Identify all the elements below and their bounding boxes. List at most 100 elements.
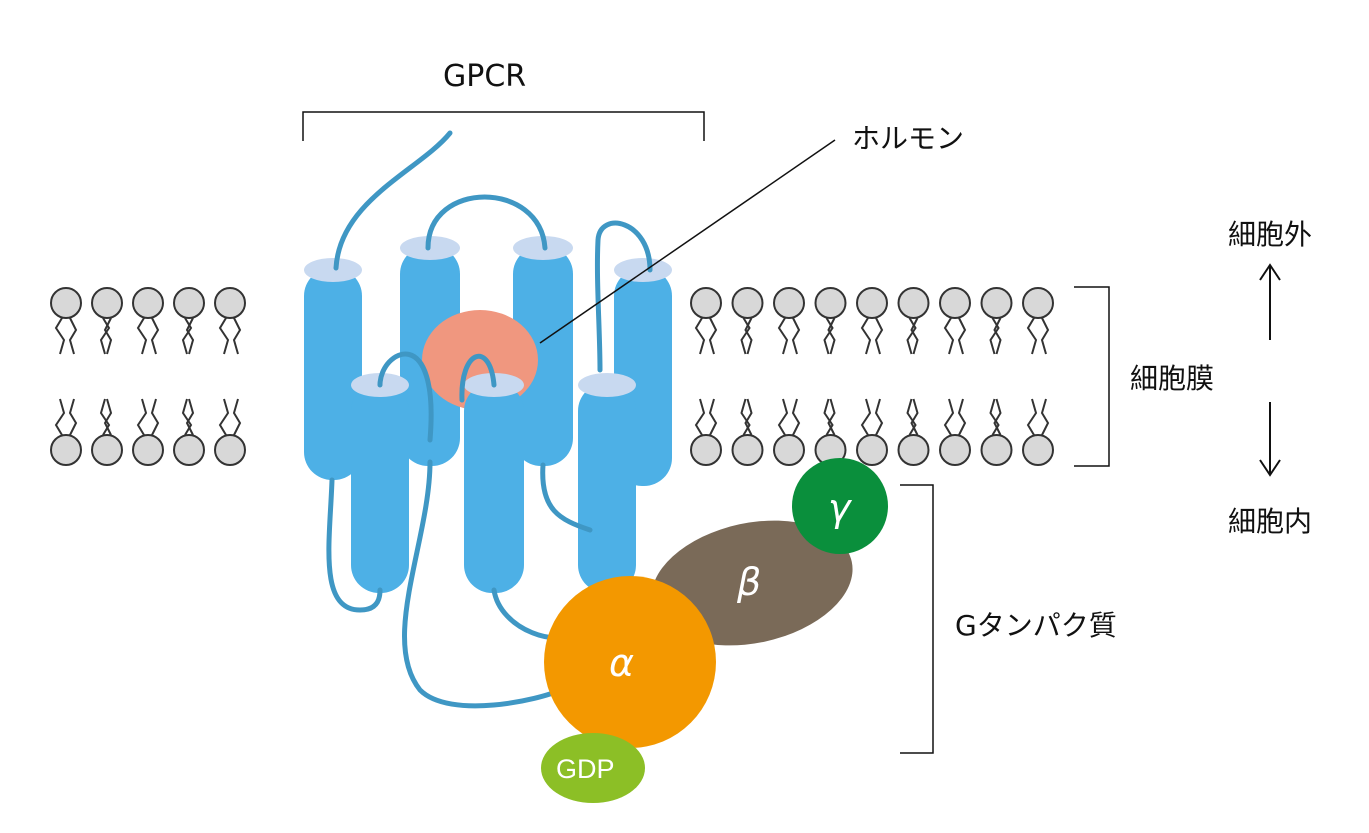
lipid-tail: [218, 317, 230, 355]
lipid-tail: [957, 317, 967, 355]
lipid-tail: [823, 398, 834, 436]
helix-front-1: [351, 373, 409, 593]
lipid-tail: [993, 398, 1002, 436]
alpha-subunit: [544, 576, 716, 748]
alpha-label: α: [609, 641, 634, 685]
gamma-subunit: [792, 458, 888, 554]
helix-front-2: [464, 373, 524, 593]
lipid-tail: [185, 398, 195, 436]
lipid-tail: [989, 317, 1000, 355]
lipid-tail: [103, 398, 113, 436]
g-protein-label: Gタンパク質: [955, 609, 1117, 642]
lipid-head: [773, 434, 805, 466]
lipid-tail: [777, 317, 789, 355]
lipid-head: [897, 434, 930, 466]
lipid-head: [91, 434, 123, 466]
lipid-tail: [1040, 317, 1050, 355]
lipid-head: [731, 287, 764, 319]
lipid-tail: [906, 317, 917, 355]
lipid-tail: [99, 398, 111, 436]
lipid-tail: [791, 398, 801, 436]
extracellular-label: 細胞外: [1228, 218, 1312, 251]
up-arrow-icon: [1259, 263, 1281, 340]
lipid-tail: [910, 317, 919, 355]
lipid-tail: [54, 398, 66, 436]
lipid-tail: [694, 398, 706, 436]
lipid-head: [939, 434, 971, 466]
lipid-tail: [68, 398, 78, 436]
down-arrow-icon: [1259, 402, 1281, 477]
lipid-head: [1022, 434, 1054, 466]
lipid-bilayer-left: [50, 287, 246, 466]
lipid-tail: [740, 398, 751, 436]
lipid-tail: [232, 398, 242, 436]
gpcr-label: GPCR: [443, 59, 526, 94]
lipid-tail: [823, 317, 834, 355]
hormone-pointer-line: [539, 139, 836, 344]
lipid-tail: [943, 317, 955, 355]
lipid-head: [132, 434, 164, 466]
lipid-head: [690, 434, 722, 466]
gpcr-bracket: [302, 111, 705, 141]
lipid-tail: [181, 317, 193, 355]
lipid-head: [897, 287, 930, 319]
top-loops-front: [377, 351, 497, 443]
lipid-head: [50, 434, 82, 466]
membrane-bracket: [1074, 286, 1110, 467]
lipid-tail: [218, 398, 230, 436]
lipid-tail: [989, 398, 1000, 436]
lipid-head: [173, 434, 205, 466]
lipid-tail: [777, 398, 789, 436]
lipid-tail: [910, 398, 919, 436]
lipid-tail: [993, 317, 1002, 355]
lipid-head: [939, 287, 971, 319]
lipid-head: [856, 287, 888, 319]
intracellular-loops: [326, 459, 610, 709]
lipid-tail: [708, 317, 718, 355]
membrane-label: 細胞膜: [1130, 362, 1214, 395]
beta-label: β: [736, 560, 761, 604]
lipid-head: [214, 434, 246, 466]
lipid-tail: [99, 317, 111, 355]
lipid-tail: [1026, 398, 1038, 436]
lipid-tail: [827, 317, 836, 355]
extracellular-loops: [333, 130, 653, 373]
intracellular-label: 細胞内: [1228, 505, 1312, 538]
lipid-tail: [874, 398, 884, 436]
lipid-head: [132, 287, 164, 319]
lipid-head: [980, 434, 1013, 466]
lipid-tail: [943, 398, 955, 436]
hormone-label: ホルモン: [852, 122, 964, 155]
lipid-tail: [68, 317, 78, 355]
lipid-tail: [181, 398, 193, 436]
lipid-tail: [860, 317, 872, 355]
lipid-head: [214, 287, 246, 319]
gamma-label: γ: [828, 486, 853, 530]
lipid-tail: [957, 398, 967, 436]
beta-subunit: [651, 520, 853, 646]
lipid-tail: [708, 398, 718, 436]
g-protein-bracket: [900, 484, 934, 754]
lipid-tail: [874, 317, 884, 355]
lipid-tail: [906, 398, 917, 436]
lipid-tail: [791, 317, 801, 355]
lipid-tail: [185, 317, 195, 355]
lipid-head: [91, 287, 123, 319]
helix-front-3: [578, 373, 636, 593]
lipid-tail: [694, 317, 706, 355]
lipid-tail: [860, 398, 872, 436]
lipid-head: [773, 287, 805, 319]
lipid-tail: [827, 398, 836, 436]
lipid-tail: [744, 317, 753, 355]
lipid-head: [980, 287, 1013, 319]
lipid-tail: [136, 398, 148, 436]
lipid-head: [814, 287, 847, 319]
lipid-tail: [740, 317, 751, 355]
lipid-tail: [136, 317, 148, 355]
lipid-head: [1022, 287, 1054, 319]
lipid-tail: [150, 317, 160, 355]
lipid-tail: [150, 398, 160, 436]
lipid-head: [856, 434, 888, 466]
